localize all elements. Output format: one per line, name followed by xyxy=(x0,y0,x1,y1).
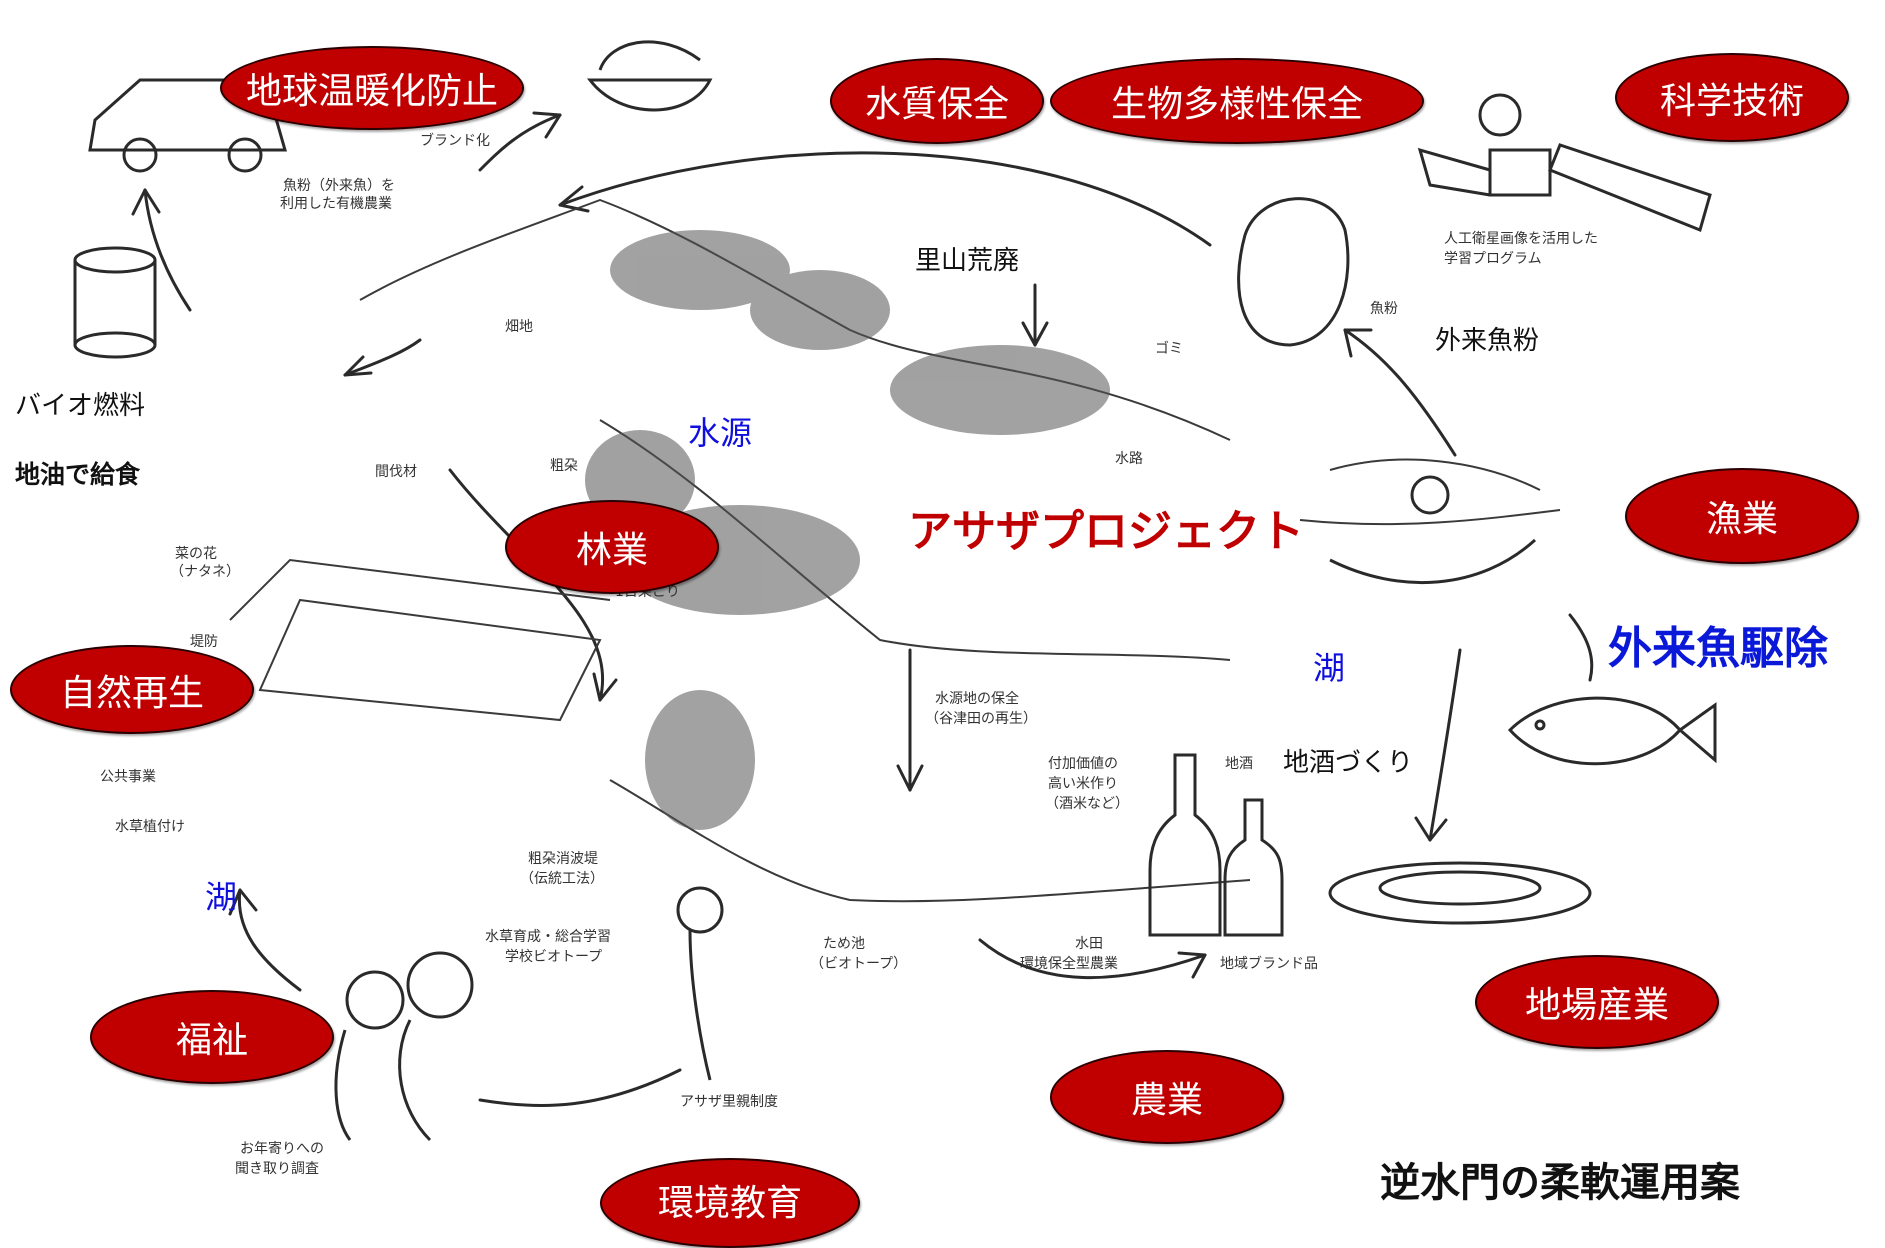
arrow-brand xyxy=(478,113,562,172)
sketch-label-water-conserve-1: 水源地の保全 xyxy=(935,691,1019,707)
sketch-label-fishmeal: 魚粉 xyxy=(1370,301,1398,317)
sketch-label-rapeseed-1: 菜の花 xyxy=(175,546,217,562)
sketch-label-paddy-2: 環境保全型農業 xyxy=(1020,956,1118,972)
oval-env-education: 環境教育 xyxy=(600,1158,860,1248)
arrow-bottom-left xyxy=(478,1068,682,1108)
label-water-source: 水源 xyxy=(688,414,753,452)
oval-forestry: 林業 xyxy=(505,500,719,594)
oval-welfare: 福祉 xyxy=(90,990,334,1084)
sketch-label-field: 畑地 xyxy=(505,319,533,335)
sketch-label-thinned-wood: 間伐材 xyxy=(375,464,417,480)
sketch-label-satellite-2: 学習プログラム xyxy=(1444,251,1542,267)
sketch-label-satellite-1: 人工衛星画像を活用した xyxy=(1444,231,1598,247)
sketch-label-brush: 粗朶 xyxy=(550,458,578,474)
label-lake-left: 湖 xyxy=(205,878,238,916)
label-biofuel: バイオ燃料 xyxy=(15,391,146,421)
label-fishmeal-foreign: 外来魚粉 xyxy=(1435,326,1540,356)
arrow-right-down xyxy=(1428,648,1462,842)
sketch-label-brand: ブランド化 xyxy=(420,133,490,149)
sketch-label-organic-2: 利用した有機農業 xyxy=(280,196,392,212)
sketch-label-value-rice-3: （酒米など） xyxy=(1045,796,1129,812)
sketch-label-value-rice-1: 付加価値の xyxy=(1048,756,1118,772)
oval-local-industry: 地場産業 xyxy=(1475,955,1719,1049)
sketch-label-local-sake-small: 地酒 xyxy=(1225,756,1253,772)
sketch-label-satoya-system: アサザ里親制度 xyxy=(680,1094,778,1110)
sketch-label-elderly-2: 聞き取り調査 xyxy=(235,1161,319,1177)
sketch-label-water-channel: 水路 xyxy=(1115,451,1143,467)
sketch-label-pond-1: ため池 xyxy=(823,936,865,952)
sketch-label-pond-2: （ビオトープ） xyxy=(810,956,908,972)
main-title: アサザプロジェクト xyxy=(908,506,1304,557)
label-local-oil-meal: 地油で給食 xyxy=(15,460,141,489)
sketch-label-school-biotope-1: 水草育成・総合学習 xyxy=(485,929,611,945)
sketch-label-elderly-1: お年寄りへの xyxy=(240,1141,324,1157)
arrow-right-up xyxy=(1343,328,1457,457)
sketch-label-breakwater-1: 粗朶消波堤 xyxy=(528,851,598,867)
sketch-label-embankment: 堤防 xyxy=(190,634,218,650)
sketch-label-water-conserve-2: （谷津田の再生） xyxy=(925,711,1037,727)
sketch-label-regional-brand: 地域ブランド品 xyxy=(1220,956,1318,972)
arrow-fish-up xyxy=(1568,613,1594,682)
oval-global-warming: 地球温暖化防止 xyxy=(220,46,524,130)
oval-agriculture: 農業 xyxy=(1050,1050,1284,1144)
label-local-sake: 地酒づくり xyxy=(1283,748,1414,778)
arrow-top xyxy=(558,151,1212,247)
sketch-label-rapeseed-2: （ナタネ） xyxy=(170,564,240,580)
arrow-bottom-right xyxy=(978,938,1207,980)
arrow-field-left xyxy=(343,338,422,377)
arrow-welfare-up xyxy=(237,888,302,992)
sketch-label-garbage: ゴミ xyxy=(1155,341,1183,357)
sketch-label-aquatic-planting: 水草植付け xyxy=(115,819,185,835)
label-satoyama: 里山荒廃 xyxy=(915,246,1020,276)
label-foreign-fish-removal: 外来魚駆除 xyxy=(1608,623,1828,674)
sketch-label-breakwater-2: （伝統工法） xyxy=(520,871,604,887)
oval-water-quality: 水質保全 xyxy=(830,58,1044,144)
label-floodgate: 逆水門の柔軟運用案 xyxy=(1380,1160,1740,1206)
sketch-label-organic-1: 魚粉（外来魚）を xyxy=(283,178,395,194)
sketch-label-value-rice-2: 高い米作り xyxy=(1048,776,1118,792)
sketch-label-paddy-1: 水田 xyxy=(1075,936,1103,952)
oval-biodiversity: 生物多様性保全 xyxy=(1050,58,1424,144)
sketch-label-public-works: 公共事業 xyxy=(100,769,156,785)
arrow-left-up xyxy=(143,188,192,312)
label-lake-right: 湖 xyxy=(1313,649,1346,687)
oval-science-tech: 科学技術 xyxy=(1615,53,1849,142)
oval-nature-regen: 自然再生 xyxy=(10,645,254,734)
oval-fishery: 漁業 xyxy=(1625,468,1859,564)
sketch-label-school-biotope-2: 学校ビオトープ xyxy=(505,949,603,965)
arrow-forest-down xyxy=(448,468,604,702)
